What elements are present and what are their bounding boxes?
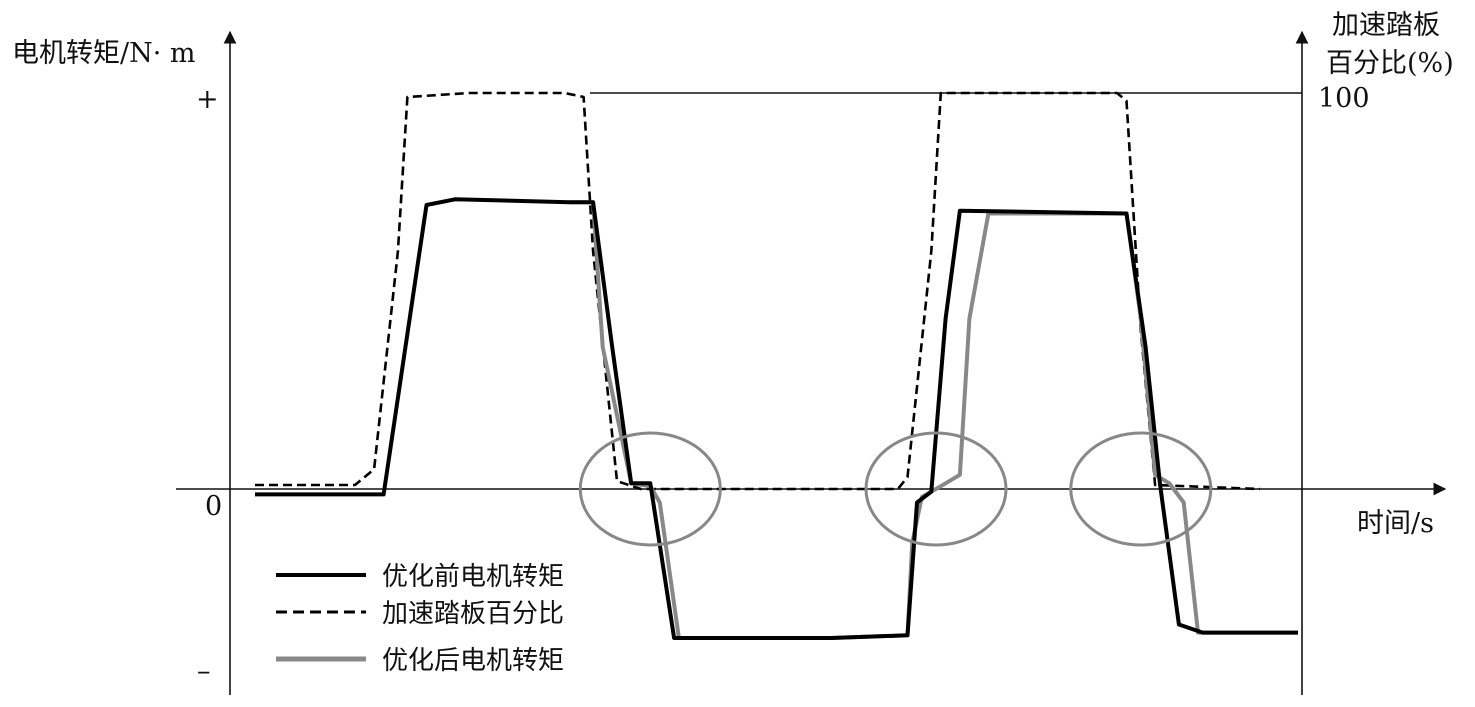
y-axis-left-label: 电机转矩/N· m	[12, 38, 196, 69]
tick-label-plus: +	[196, 84, 219, 115]
y-axis-right-label-line1: 加速踏板	[1332, 10, 1440, 41]
annotation-layer	[578, 431, 1213, 547]
annotation-circle-1	[578, 431, 722, 547]
legend-label-before: 优化前电机转矩	[382, 562, 564, 592]
legend-label-after: 优化后电机转矩	[382, 646, 564, 676]
tick-label-zero: 0	[205, 491, 222, 522]
legend: 优化前电机转矩 加速踏板百分比 优化后电机转矩	[276, 562, 564, 676]
legend-label-pedal: 加速踏板百分比	[382, 599, 564, 629]
series-line-pedal	[255, 91, 1260, 491]
annotation-circle-2	[864, 431, 1008, 547]
annotation-circle-3	[1069, 431, 1213, 547]
series-line-after	[569, 200, 1298, 640]
y-axis-right-label-line2: 百分比(%)	[1326, 48, 1454, 79]
series-layer	[255, 91, 1298, 640]
series-line-before	[255, 197, 1298, 640]
tick-label-100: 100	[1318, 83, 1370, 114]
tick-label-minus: –	[197, 656, 211, 687]
x-axis-label: 时间/s	[1357, 508, 1434, 539]
